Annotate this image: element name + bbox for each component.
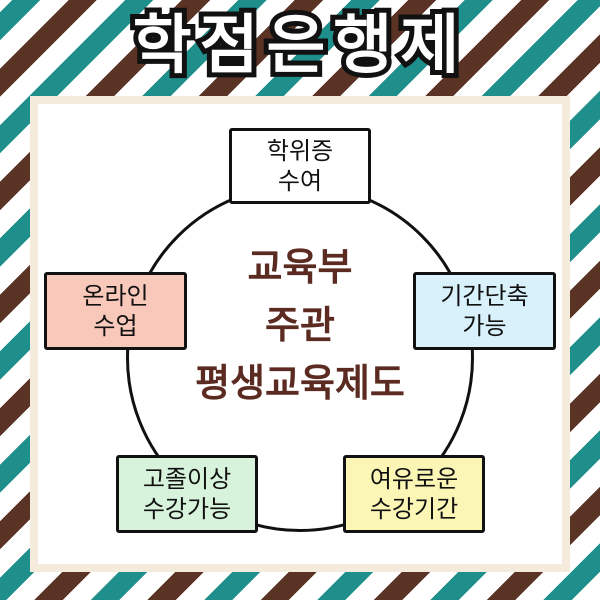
- center-label: 교육부 주관 평생교육제도: [150, 238, 450, 412]
- node-shorten-period-line-2: 가능: [462, 312, 507, 340]
- node-online-class-line-2: 수업: [93, 312, 138, 340]
- center-line-1: 교육부: [247, 245, 353, 289]
- node-flexible-period-line-1: 여유로운: [369, 465, 459, 493]
- node-degree-line-2: 수여: [277, 167, 323, 195]
- node-degree: 학위증 수여: [229, 128, 371, 204]
- page-title: 학점은행제: [128, 4, 468, 88]
- node-shorten-period: 기간단축 가능: [413, 272, 556, 350]
- node-eligibility-line-1: 고졸이상: [142, 465, 232, 493]
- center-line-3: 평생교육제도: [195, 361, 405, 405]
- node-online-class: 온라인 수업: [44, 272, 187, 350]
- node-eligibility-line-2: 수강가능: [142, 495, 232, 523]
- node-flexible-period-line-2: 수강기간: [369, 495, 459, 523]
- center-line-2: 주관: [265, 303, 335, 347]
- node-degree-line-1: 학위증: [266, 137, 334, 165]
- node-shorten-period-line-1: 기간단축: [440, 282, 529, 310]
- node-eligibility: 고졸이상 수강가능: [116, 455, 258, 533]
- node-flexible-period: 여유로운 수강기간: [343, 455, 485, 533]
- node-online-class-line-1: 온라인: [82, 282, 149, 310]
